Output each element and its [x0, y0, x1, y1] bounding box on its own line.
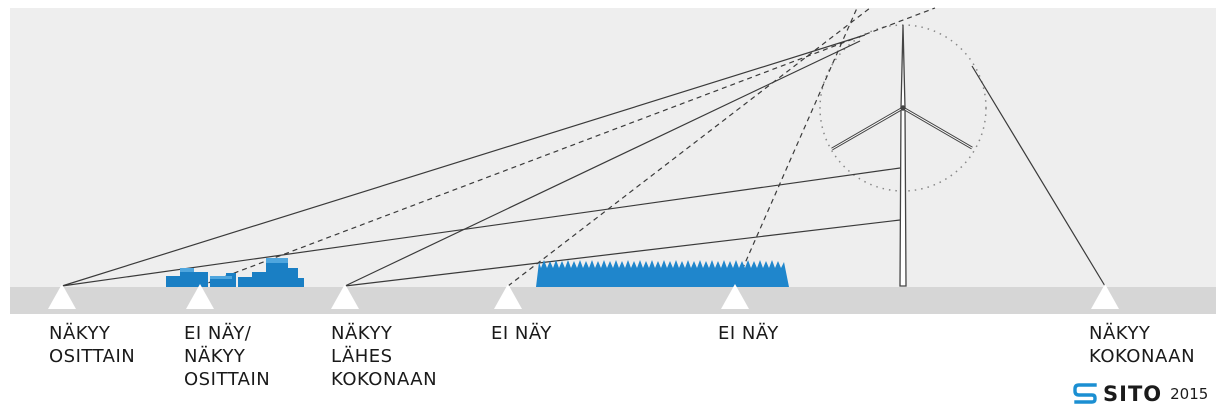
label-line: NÄKYY [331, 323, 393, 344]
observer-label-1: NÄKYY OSITTAIN [49, 322, 135, 368]
label-line: KOKONAAN [331, 369, 438, 390]
blocked-sight-line [199, 7, 936, 287]
building [210, 276, 232, 287]
sight-line [61, 34, 866, 287]
observer-label-5: EI NÄY [718, 322, 779, 345]
building-cluster [166, 258, 304, 287]
turbine-tower [899, 24, 907, 287]
blocked-sight-lines [199, 7, 936, 287]
label-line: NÄKYY [184, 346, 246, 367]
sight-line [344, 219, 901, 287]
sito-logo: SITO 2015 [1073, 382, 1208, 406]
sito-logo-icon [1073, 383, 1097, 404]
building [166, 276, 186, 287]
building [252, 272, 266, 287]
turbine-blade-inner [831, 107, 904, 150]
logo-year: 2015 [1170, 385, 1209, 403]
label-line: KOKONAAN [1089, 346, 1196, 367]
label-line: NÄKYY [49, 323, 111, 344]
building [226, 273, 236, 287]
observer-marker [331, 284, 359, 309]
label-line: OSITTAIN [184, 369, 271, 390]
observer-label-2: EI NÄY/ NÄKYY OSITTAIN [184, 322, 270, 391]
label-line: EI NÄY [718, 323, 779, 344]
building [292, 278, 304, 287]
label-line: EI NÄY [491, 323, 552, 344]
blocked-sight-line [734, 7, 858, 287]
observer-label-6: NÄKYY KOKONAAN [1089, 322, 1195, 368]
ground-strip [10, 287, 1216, 314]
label-line: LÄHES [331, 346, 393, 367]
label-line: OSITTAIN [49, 346, 136, 367]
turbine-hub [900, 105, 906, 111]
observer-marker [494, 284, 522, 309]
wind-turbine [831, 24, 973, 287]
sight-line [61, 167, 901, 287]
observer-markers [48, 284, 1119, 309]
label-line: NÄKYY [1089, 323, 1151, 344]
sky-background [10, 8, 1216, 288]
turbine-blade-inner [902, 107, 973, 149]
building [238, 277, 256, 287]
building-highlights [180, 258, 288, 279]
observer-label-3: NÄKYY LÄHES KOKONAAN [331, 322, 437, 391]
observer-marker [48, 284, 76, 309]
logo-name: SITO [1103, 382, 1163, 406]
observer-marker [1091, 284, 1119, 309]
forest [536, 260, 789, 287]
observer-label-4: EI NÄY [491, 322, 552, 345]
building [266, 258, 288, 287]
observer-marker [721, 284, 749, 309]
building [190, 272, 208, 287]
observer-marker [186, 284, 214, 309]
blocked-sight-line [507, 7, 871, 287]
label-line: EI NÄY/ [184, 323, 252, 344]
sight-line [971, 65, 1106, 287]
